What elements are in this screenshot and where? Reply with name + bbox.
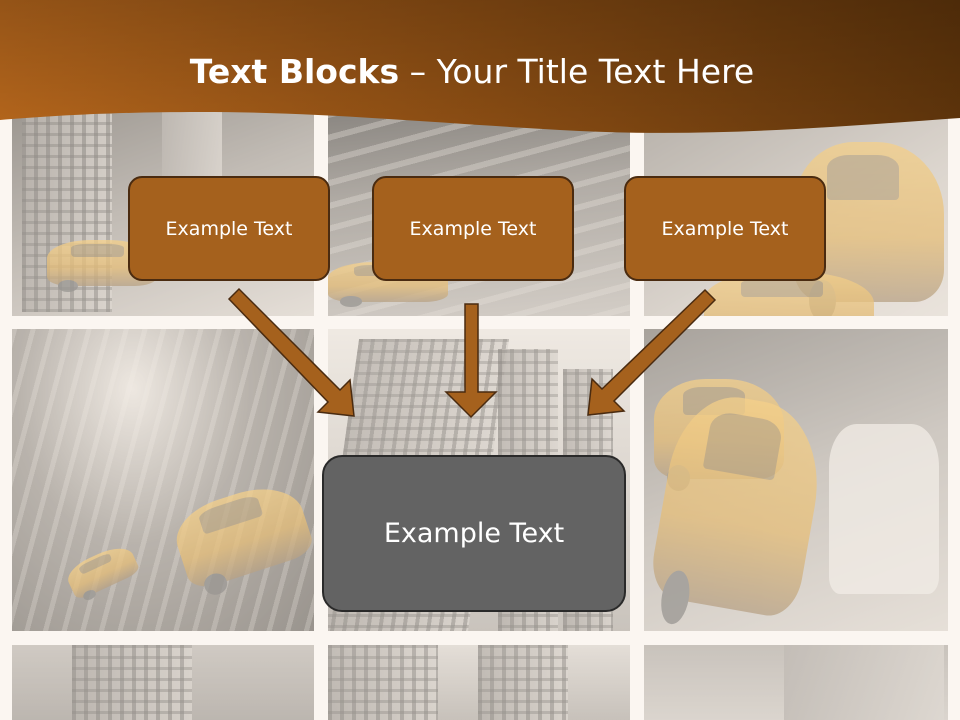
text-box-1[interactable]: Example Text [128, 176, 330, 281]
text-box-1-label: Example Text [165, 217, 293, 240]
photo-tile-6 [644, 329, 948, 631]
header-band: Text Blocks – Your Title Text Here [0, 0, 960, 140]
text-box-2-label: Example Text [409, 217, 537, 240]
arrow-right [587, 288, 717, 416]
text-box-2[interactable]: Example Text [372, 176, 574, 281]
text-box-main-label: Example Text [383, 518, 565, 549]
photo-tile-7 [12, 645, 314, 720]
title-bold-part: Text Blocks [189, 52, 400, 91]
photo-tile-4 [12, 329, 314, 631]
arrow-left [227, 287, 355, 417]
text-box-3-label: Example Text [661, 217, 789, 240]
photo-tile-9 [644, 645, 948, 720]
photo-tile-8 [328, 645, 630, 720]
text-box-3[interactable]: Example Text [624, 176, 826, 281]
title-rest-part: – Your Title Text Here [399, 52, 755, 91]
arrow-center [444, 303, 498, 419]
header-wave-shape [0, 0, 960, 133]
page-title: Text Blocks – Your Title Text Here [0, 52, 944, 91]
text-box-main[interactable]: Example Text [322, 455, 626, 612]
